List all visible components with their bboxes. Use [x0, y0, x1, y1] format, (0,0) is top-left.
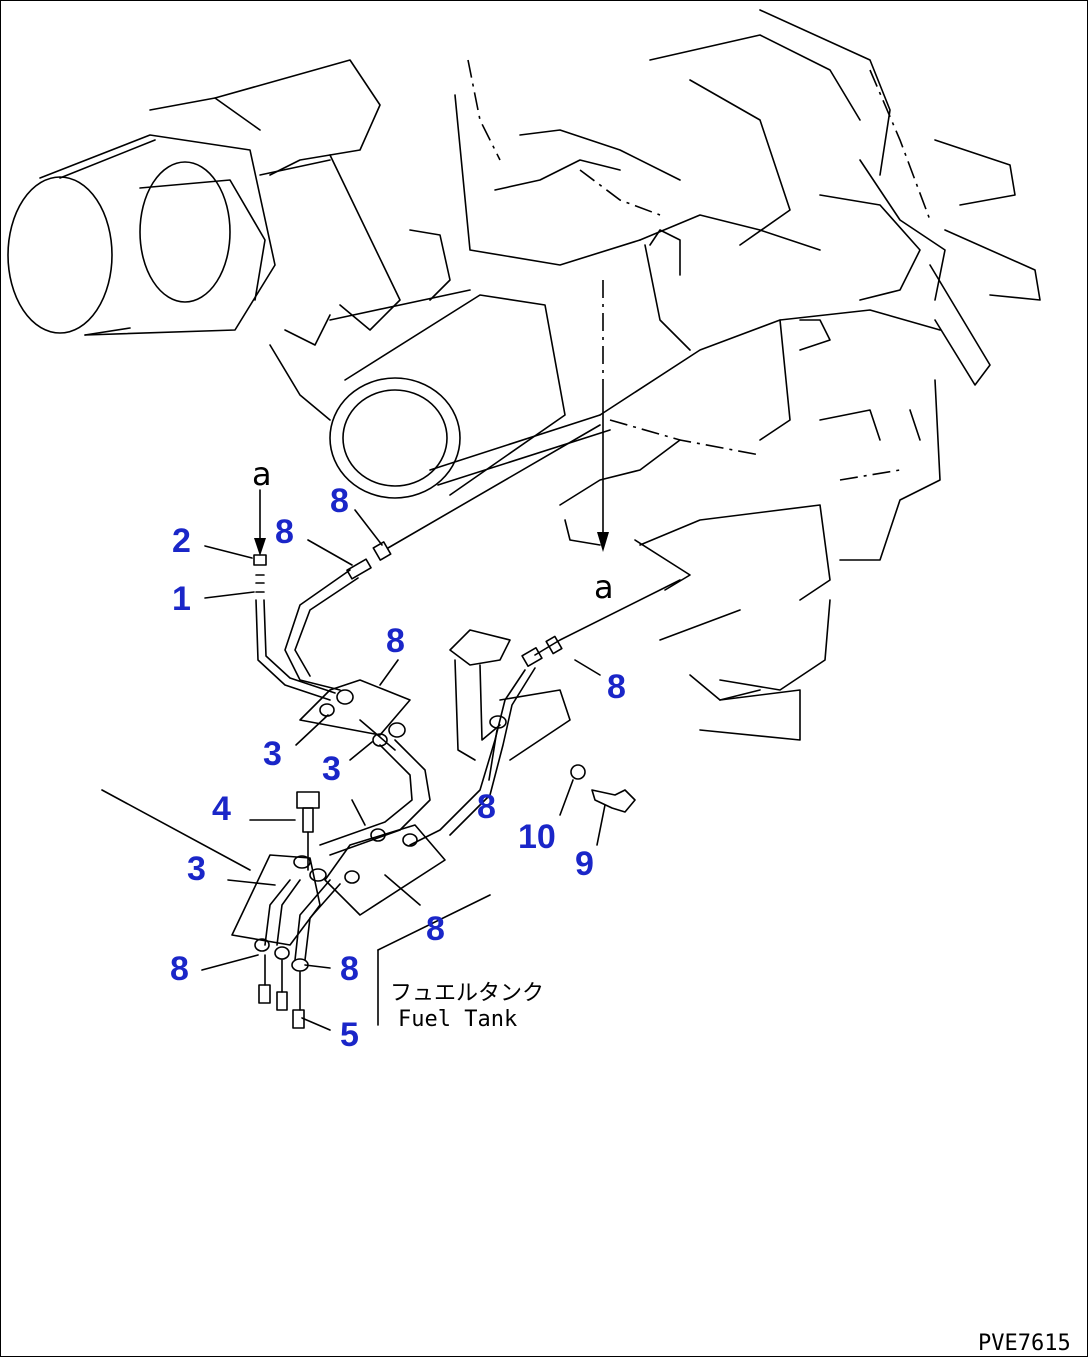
callout-8-lower: 8 — [426, 910, 445, 948]
callout-5: 5 — [340, 1016, 359, 1054]
callout-9: 9 — [575, 845, 594, 883]
callout-10: 10 — [518, 818, 556, 856]
view-arrow-a-target — [254, 489, 266, 556]
fuel-piping — [101, 424, 681, 1029]
leader-lines — [201, 509, 606, 1031]
engine-outline — [7, 9, 1041, 741]
callout-7-top: 8 — [330, 482, 349, 520]
callout-8-right: 8 — [477, 788, 496, 826]
view-marker-bottom: a — [594, 568, 614, 606]
callout-7-right: 8 — [607, 668, 626, 706]
callout-3-lower: 3 — [187, 850, 206, 888]
callout-8-bottom-right: 8 — [340, 950, 359, 988]
view-marker-top: a — [252, 455, 272, 493]
callout-8-bottom-left: 8 — [170, 950, 189, 988]
callout-4: 4 — [212, 790, 231, 828]
callout-1: 1 — [172, 580, 191, 618]
callout-3-left: 3 — [263, 735, 282, 773]
callout-3-middle: 3 — [322, 750, 341, 788]
callout-8-top: 8 — [386, 622, 405, 660]
fuel-tank-label-en: Fuel Tank — [398, 1007, 517, 1032]
fuel-tank-label-jp: フュエルタンク — [390, 981, 544, 1006]
drawing-code: PVE7615 — [978, 1331, 1071, 1356]
view-arrow-a-source — [597, 280, 609, 552]
callout-6: 8 — [275, 513, 294, 551]
callout-2: 2 — [172, 522, 191, 560]
